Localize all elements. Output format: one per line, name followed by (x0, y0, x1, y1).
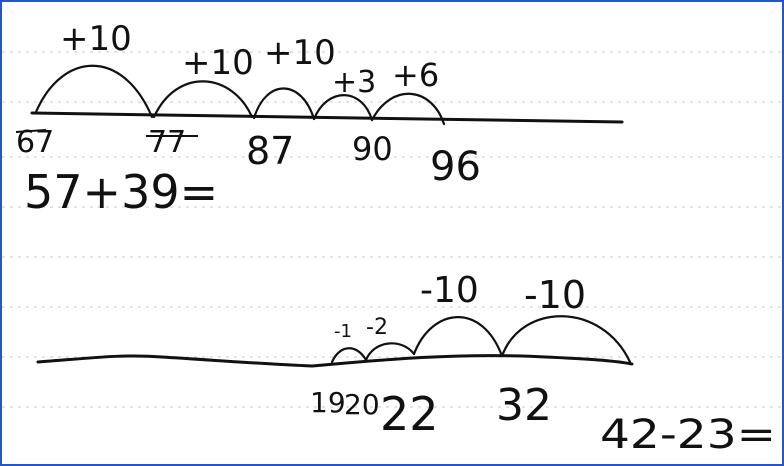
hop-arc-1 (34, 64, 154, 119)
number-label: 20 (344, 388, 380, 421)
number-label: 32 (496, 380, 552, 431)
number-label: 87 (246, 129, 294, 173)
hop-arc-3 (252, 87, 316, 121)
hop-label: +10 (264, 33, 336, 73)
hop-arc-3 (412, 316, 504, 358)
number-line-problem-1: +10 +10 +10 +3 +6 67 77 87 90 96 57+39= (15, 19, 624, 219)
strike-mark (15, 129, 47, 133)
number-line-2 (36, 354, 634, 368)
hop-arc-5 (370, 92, 446, 126)
number-label: 22 (380, 387, 439, 441)
number-label: 96 (430, 144, 481, 190)
hop-label: +6 (392, 56, 439, 94)
number-line-1 (30, 111, 624, 124)
number-label: 19 (310, 386, 346, 419)
hop-label: -2 (366, 315, 388, 340)
number-line-problem-2: -1 -2 -10 -10 19 20 22 32 42 42-23= (36, 270, 776, 458)
hop-arc-2 (364, 342, 416, 362)
hop-arc-1 (330, 347, 368, 364)
equation-problem-2: 42-23= (600, 412, 776, 458)
hop-label: -1 (334, 321, 352, 342)
hop-label: -10 (420, 270, 479, 311)
hop-label: +10 (182, 43, 254, 83)
hop-arc-4 (500, 315, 632, 364)
equation-problem-1: 57+39= (24, 165, 218, 219)
number-label: 90 (352, 130, 393, 168)
hop-label: +10 (60, 19, 132, 59)
ruled-guides (2, 51, 782, 408)
hop-label: -10 (524, 273, 586, 317)
number-label: 77 (148, 125, 186, 160)
hop-arc-4 (312, 94, 374, 122)
hop-arc-2 (152, 80, 254, 119)
hop-label: +3 (332, 65, 376, 100)
